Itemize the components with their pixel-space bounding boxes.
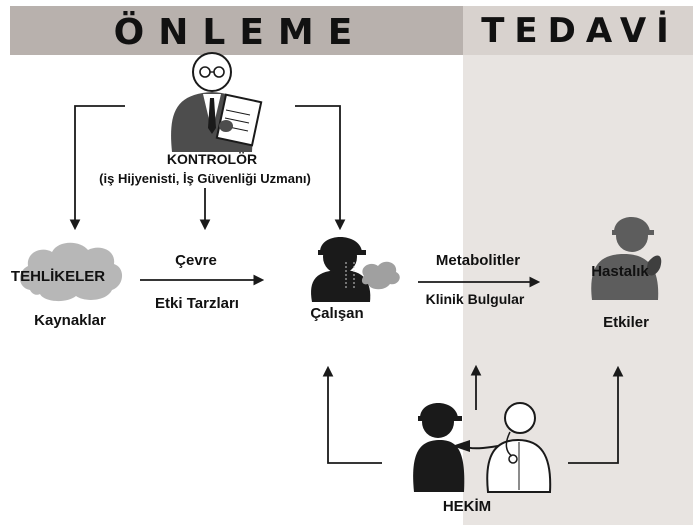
disease-sub: Etkiler [603, 314, 649, 331]
worker-label: Çalışan [310, 305, 363, 322]
hazards-sub: Kaynaklar [34, 312, 106, 329]
disease-figure-icon [591, 217, 662, 300]
arrow-to-hazards [69, 105, 125, 231]
doctor-label: HEKİM [443, 498, 491, 515]
controller-title: KONTROLÖR [167, 151, 257, 167]
controller-figure-icon [171, 52, 263, 152]
header-band-treatment [463, 6, 693, 55]
controller-arrows [69, 105, 346, 231]
prevention-header: ÖNLEME [114, 11, 367, 53]
controller-subtitle: (iş Hijyenisti, İş Güvenliği Uzmanı) [99, 171, 311, 186]
hazards-title: TEHLİKELER [11, 268, 105, 285]
arrow-doctor-to-worker [322, 365, 382, 464]
worker-figure-icon [311, 237, 400, 302]
arrow-to-worker [295, 105, 346, 231]
environment-top: Çevre [175, 252, 217, 269]
metabolites-top: Metabolitler [436, 252, 520, 269]
doctor-arrows [322, 364, 624, 464]
environment-bottom: Etki Tarzları [155, 295, 239, 312]
hazard-cloud-icon [19, 242, 123, 302]
doctor-figure-icon [461, 402, 552, 493]
metabolites-bottom: Klinik Bulgular [426, 291, 525, 307]
patient-figure-icon [413, 403, 470, 492]
disease-title: Hastalık [591, 263, 649, 280]
treatment-header: TEDAVİ [481, 10, 679, 51]
arrow-doctor-to-disease [568, 365, 624, 464]
